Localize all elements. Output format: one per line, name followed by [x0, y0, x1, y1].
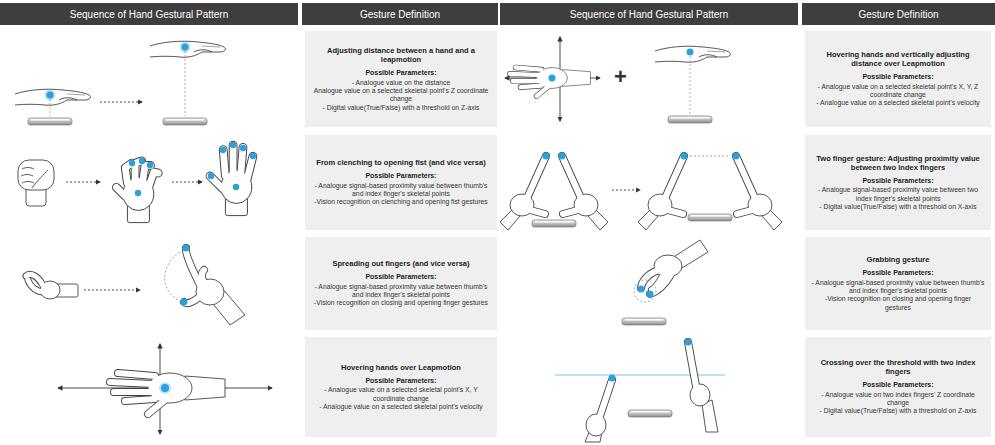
header-text: Sequence of Hand Gestural Pattern: [570, 9, 728, 20]
grabbing-illustration: [622, 240, 708, 325]
parameters-heading: Possible Parameters:: [811, 177, 985, 185]
gesture-title: From clenching to opening fist (and vice…: [311, 158, 491, 167]
parameters-heading: Possible Parameters:: [811, 269, 985, 277]
parameters-heading: Possible Parameters:: [311, 273, 491, 281]
header-text: Sequence of Hand Gestural Pattern: [70, 9, 228, 20]
hover-vertical-illustration: [505, 37, 730, 123]
hovering-illustration: [58, 344, 272, 434]
parameter-item: -Vision recognition on clenching and ope…: [311, 198, 491, 206]
gesture-title: Hovering hands over Leapmotion: [311, 363, 491, 372]
definition-box: Two finger gesture: Adjusting proximity …: [805, 135, 991, 230]
parameter-item: -Vision recognition on closing and openi…: [811, 295, 985, 312]
header-band: Gesture Definition: [802, 3, 995, 25]
definition-box: Hovering hands and vertically adjusting …: [805, 31, 991, 127]
parameter-item: - Analogue signal-based proximity value …: [811, 186, 985, 203]
parameter-item: - Analogue value on a selected skeletal …: [311, 403, 491, 411]
parameter-item: - Analogue value on a selected skeletal …: [811, 83, 985, 100]
gesture-title: Grabbing gesture: [811, 255, 985, 264]
parameter-item: Analogue value on a selected skeletal po…: [311, 87, 491, 104]
parameter-item: - Analogue value on a selected skeletal …: [811, 99, 985, 107]
header-text: Gesture Definition: [858, 9, 938, 20]
gesture-title: Two finger gesture: Adjusting proximity …: [811, 154, 985, 172]
parameter-item: - Digital value(True/False) with a thres…: [811, 407, 985, 415]
header-band: Sequence of Hand Gestural Pattern: [500, 3, 798, 25]
parameter-item: - Analogue signal-based proximity value …: [311, 283, 491, 300]
header-band: Sequence of Hand Gestural Pattern: [0, 3, 298, 25]
header-band: Gesture Definition: [302, 3, 498, 25]
definition-box: Adjusting distance between a hand and a …: [305, 31, 497, 127]
parameters-heading: Possible Parameters:: [311, 377, 491, 385]
parameter-item: - Analogue value on the distance: [311, 79, 491, 87]
gesture-title: Adjusting distance between a hand and a …: [311, 46, 491, 64]
parameters-heading: Possible Parameters:: [811, 73, 985, 81]
parameter-item: - Analogue signal-based proximity value …: [311, 182, 491, 199]
two-finger-illustration: [500, 153, 782, 231]
definition-box: From clenching to opening fist (and vice…: [305, 135, 497, 230]
gesture-title: Hovering hands and vertically adjusting …: [811, 50, 985, 68]
definition-box: Spreading out fingers (and vice versa) Po…: [305, 237, 497, 330]
threshold-illustration: [555, 339, 725, 443]
parameter-item: - Digital value(True/False) with a thres…: [811, 203, 985, 211]
parameter-item: - Digital value(True/False) with a thres…: [311, 104, 491, 112]
finger-spreading-illustration: [26, 245, 245, 326]
header-text: Gesture Definition: [360, 9, 440, 20]
plus-sign: +: [614, 66, 627, 88]
parameter-item: -Vision recognition on closing and openi…: [311, 299, 491, 307]
parameter-item: - Analogue value on a selected skeletal …: [311, 386, 491, 403]
parameter-item: - Analogue value on two index fingers' Z…: [811, 391, 985, 408]
gesture-title: Spreading out fingers (and vice versa): [311, 259, 491, 268]
hand-distance-illustration: [15, 41, 225, 125]
gesture-title: Crossing over the threshold with two ind…: [811, 358, 985, 376]
definition-box: Hovering hands over LeapmotionPossible P…: [305, 337, 497, 437]
parameters-heading: Possible Parameters:: [311, 172, 491, 180]
parameters-heading: Possible Parameters:: [811, 381, 985, 389]
definition-box: Crossing over the threshold with two ind…: [805, 337, 991, 437]
parameters-heading: Possible Parameters:: [311, 69, 491, 77]
definition-box: Grabbing gesturePossible Parameters: - An…: [805, 237, 991, 330]
parameter-item: - Analogue signal-based proximity value …: [811, 279, 985, 296]
fist-opening-illustration: [18, 142, 256, 223]
